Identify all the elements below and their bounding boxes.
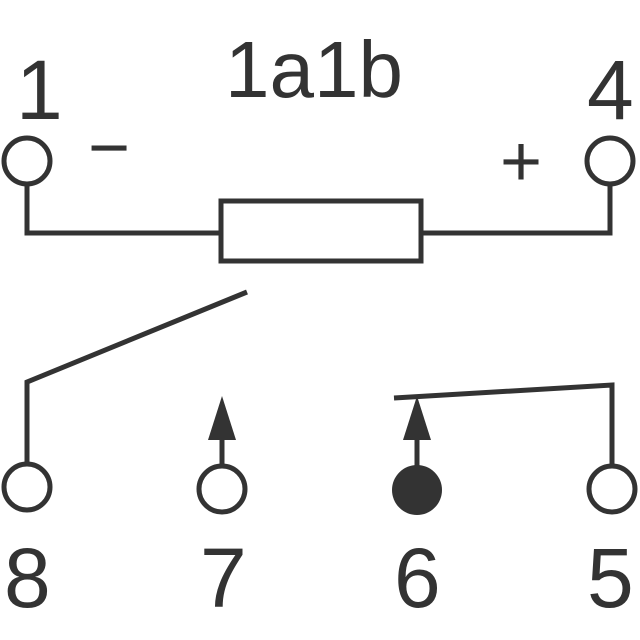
terminal-6 [392, 465, 442, 515]
pin-label-1: 1 [16, 43, 63, 137]
polarity-plus: + [500, 122, 543, 202]
pin-label-7: 7 [200, 531, 247, 625]
arrow-7-icon [208, 396, 236, 440]
polarity-minus: − [88, 108, 131, 188]
arrow-6-icon [403, 396, 431, 440]
diagram-title: 1a1b [225, 25, 403, 114]
terminal-8 [1, 461, 53, 513]
terminal-5 [586, 463, 638, 515]
armature-5 [393, 382, 615, 466]
pin-label-8: 8 [4, 531, 51, 625]
pin-label-5: 5 [587, 531, 634, 625]
terminal-7 [196, 463, 248, 515]
pin-label-4: 4 [587, 43, 634, 137]
wire-pin1-coil [24, 184, 221, 236]
terminal-4 [584, 135, 636, 187]
pin-label-6: 6 [394, 531, 441, 625]
terminal-1 [1, 135, 53, 187]
wire-coil-pin4 [421, 184, 613, 236]
coil [218, 198, 424, 264]
armature-8 [24, 289, 248, 462]
